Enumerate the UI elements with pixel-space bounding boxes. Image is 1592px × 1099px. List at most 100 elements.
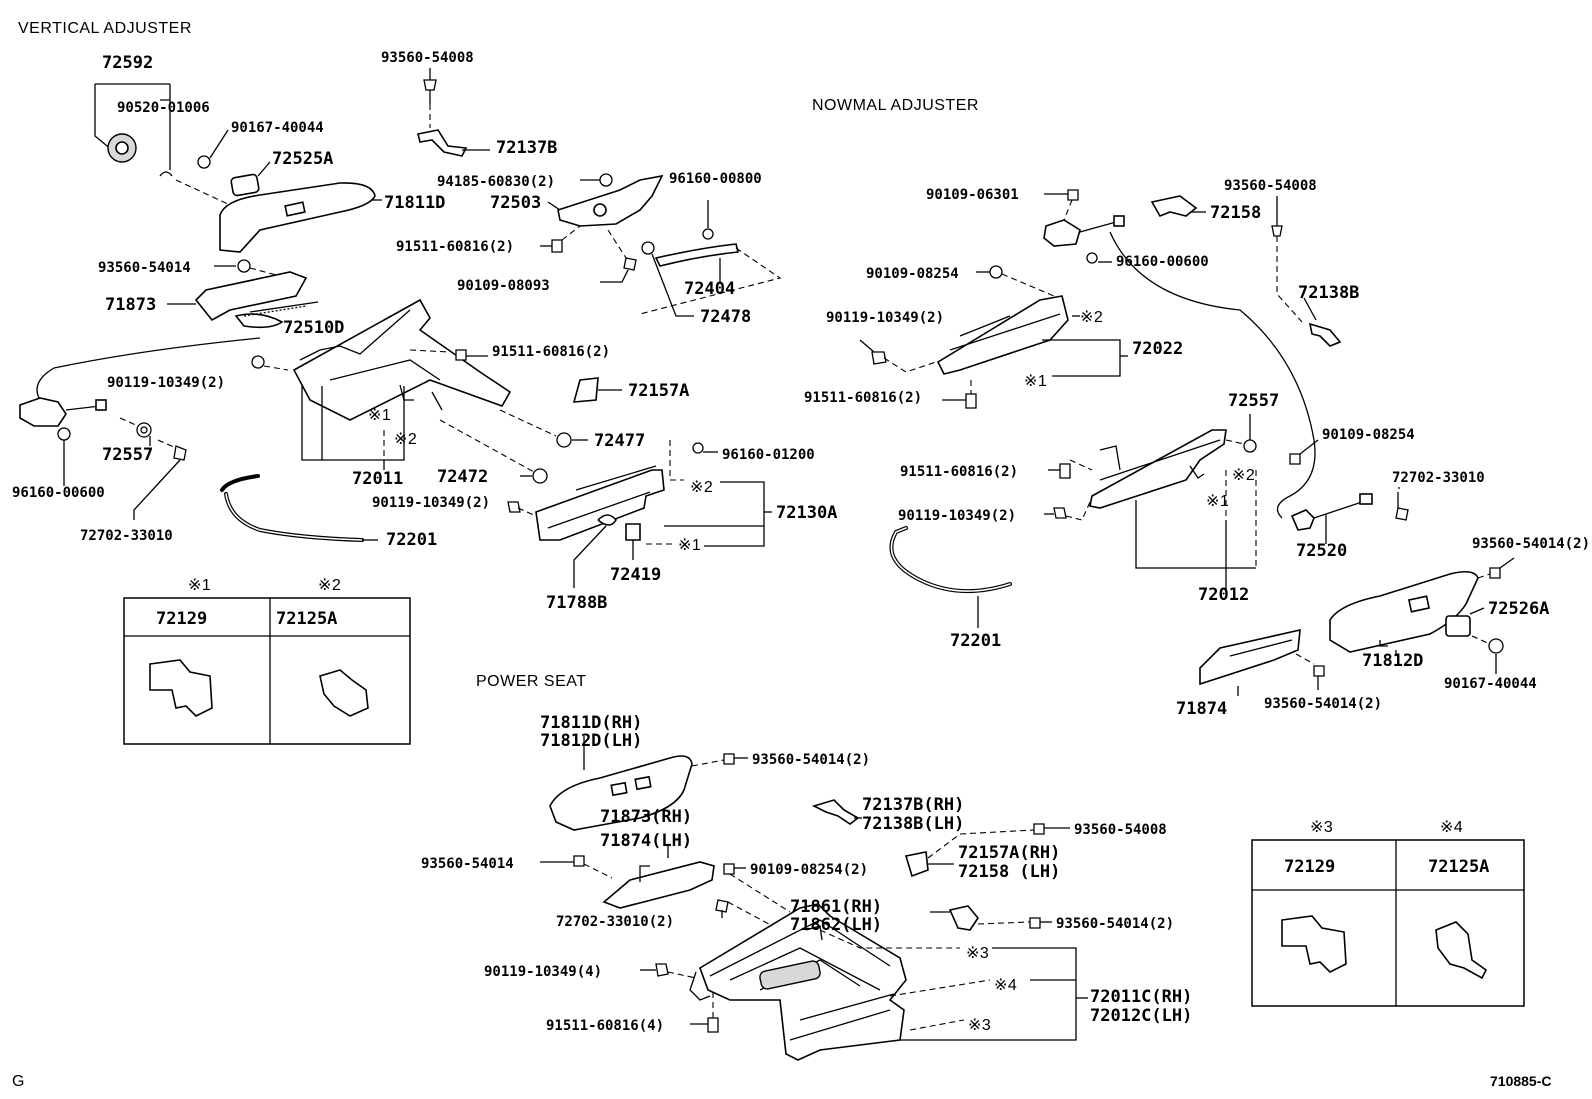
mark-1: ※1	[368, 407, 391, 424]
label-72525A: 72525A	[272, 149, 333, 169]
label-93560-54014-p-c: 93560-54014(2)	[1056, 916, 1174, 932]
label-71812D: 71812D	[1362, 651, 1423, 671]
label-96160-00600: 96160-00600	[12, 485, 105, 501]
label-71862-lh: 71862(LH)	[790, 915, 882, 935]
mark-2-n: ※2	[1080, 309, 1103, 326]
seat-shield-71811D	[219, 182, 376, 253]
mark-2-n-b: ※2	[1232, 467, 1255, 484]
mark-1-b: ※1	[678, 537, 701, 554]
mark-2: ※2	[394, 431, 417, 448]
label-72137B-rh: 72137B(RH)	[862, 795, 964, 815]
label-72138B-lh: 72138B(LH)	[862, 814, 964, 834]
vertical-upper-middle-group	[417, 68, 782, 317]
label-72477: 72477	[594, 431, 645, 451]
label-72702-33010-n: 72702-33010	[1392, 470, 1485, 486]
label-90119-10349-n-b: 90119-10349(2)	[898, 508, 1016, 524]
label-72557-n: 72557	[1228, 391, 1279, 411]
label-90119-10349: 90119-10349(2)	[107, 375, 225, 391]
label-72138B: 72138B	[1298, 283, 1359, 303]
label-72012: 72012	[1198, 585, 1249, 605]
label-72201-n: 72201	[950, 631, 1001, 651]
label-71788B: 71788B	[546, 593, 607, 613]
label-72158: 72158	[1210, 203, 1261, 223]
label-90167-40044-n: 90167-40044	[1444, 676, 1537, 692]
label-72158-lh: 72158 (LH)	[958, 862, 1060, 882]
clip-72129-drawing	[149, 659, 213, 717]
label-90119-10349-b: 90119-10349(2)	[372, 495, 490, 511]
label-96160-00800: 96160-00800	[669, 171, 762, 187]
cover-71873	[194, 271, 308, 322]
vertical-adjuster-group	[19, 83, 512, 542]
label-93560-54014: 93560-54014	[98, 260, 191, 276]
clip-72125A-drawing-right	[1435, 921, 1488, 980]
seat-shield-71812D	[1329, 570, 1479, 653]
normal-adjuster-group	[859, 189, 1515, 696]
label-94185-60830: 94185-60830(2)	[437, 174, 555, 190]
label-90109-08254-p: 90109-08254(2)	[750, 862, 868, 878]
label-72702-33010-p: 72702-33010(2)	[556, 914, 674, 930]
footer-left-mark: G	[12, 1073, 25, 1090]
label-93560-54008-p: 93560-54008	[1074, 822, 1167, 838]
label-96160-01200: 96160-01200	[722, 447, 815, 463]
legend-left-part-1: 72129	[156, 609, 207, 629]
label-90520-01006: 90520-01006	[117, 100, 210, 116]
label-71873: 71873	[105, 295, 156, 315]
legend-right-head-2: ※4	[1440, 819, 1463, 836]
clip-72125A-drawing	[319, 669, 369, 717]
label-90119-10349-p: 90119-10349(4)	[484, 964, 602, 980]
label-91511-60816-n-a: 91511-60816(2)	[804, 390, 922, 406]
label-72011C-rh: 72011C(RH)	[1090, 987, 1192, 1007]
label-90109-08254-a: 90109-08254	[866, 266, 959, 282]
rail-72130A	[535, 469, 665, 541]
label-91511-60816-a: 91511-60816(2)	[396, 239, 514, 255]
label-72130A: 72130A	[776, 503, 837, 523]
label-72137B: 72137B	[496, 138, 557, 158]
legend-right-part-1: 72129	[1284, 857, 1335, 877]
legend-left-part-2: 72125A	[276, 609, 337, 629]
label-72012C-lh: 72012C(LH)	[1090, 1006, 1192, 1026]
label-72011: 72011	[352, 469, 403, 489]
label-91511-60816-n-b: 91511-60816(2)	[900, 464, 1018, 480]
seat-track-72011	[292, 298, 512, 421]
label-90119-10349-n: 90119-10349(2)	[826, 310, 944, 326]
label-90109-06301: 90109-06301	[926, 187, 1019, 203]
label-72510D: 72510D	[283, 318, 344, 338]
label-91511-60816-p: 91511-60816(4)	[546, 1018, 664, 1034]
knob-part	[107, 133, 137, 163]
mark-1-n-b: ※1	[1206, 493, 1229, 510]
label-72157A: 72157A	[628, 381, 689, 401]
label-72702-33010: 72702-33010	[80, 528, 173, 544]
legend-right-part-2: 72125A	[1428, 857, 1489, 877]
label-91511-60816-b: 91511-60816(2)	[492, 344, 610, 360]
rail-72022	[936, 295, 1069, 375]
label-93560-54014-n-a: 93560-54014(2)	[1472, 536, 1590, 552]
gear-bracket-72503	[557, 174, 664, 227]
label-90167-40044: 90167-40044	[231, 120, 324, 136]
section-title-vertical-adjuster: VERTICAL ADJUSTER	[18, 20, 192, 37]
label-72472: 72472	[437, 467, 488, 487]
power-seat-group	[540, 736, 1088, 1061]
label-71861-rh: 71861(RH)	[790, 897, 882, 917]
label-71811D: 71811D	[384, 193, 445, 213]
section-title-normal-adjuster: NOWMAL ADJUSTER	[812, 97, 979, 114]
label-96160-00600-n: 96160-00600	[1116, 254, 1209, 270]
legend-table-right: ※3 ※4 72129 72125A	[1251, 819, 1525, 1007]
cover-71874	[1199, 628, 1301, 686]
label-72157A-rh: 72157A(RH)	[958, 843, 1060, 863]
label-72478: 72478	[700, 307, 751, 327]
label-71874: 71874	[1176, 699, 1227, 719]
label-93560-54014-n-b: 93560-54014(2)	[1264, 696, 1382, 712]
drawing-code: 710885-C	[1490, 1073, 1552, 1089]
label-72526A: 72526A	[1488, 599, 1549, 619]
label-72557: 72557	[102, 445, 153, 465]
label-93560-54014-p-a: 93560-54014(2)	[752, 752, 870, 768]
mark-3-a: ※3	[966, 945, 989, 962]
label-71812D-lh: 71812D(LH)	[540, 731, 642, 751]
label-93560-54008-n: 93560-54008	[1224, 178, 1317, 194]
label-90109-08093: 90109-08093	[457, 278, 550, 294]
label-71874-lh: 71874(LH)	[600, 831, 692, 851]
mark-2-b: ※2	[690, 479, 713, 496]
label-71873-rh: 71873(RH)	[600, 807, 692, 827]
